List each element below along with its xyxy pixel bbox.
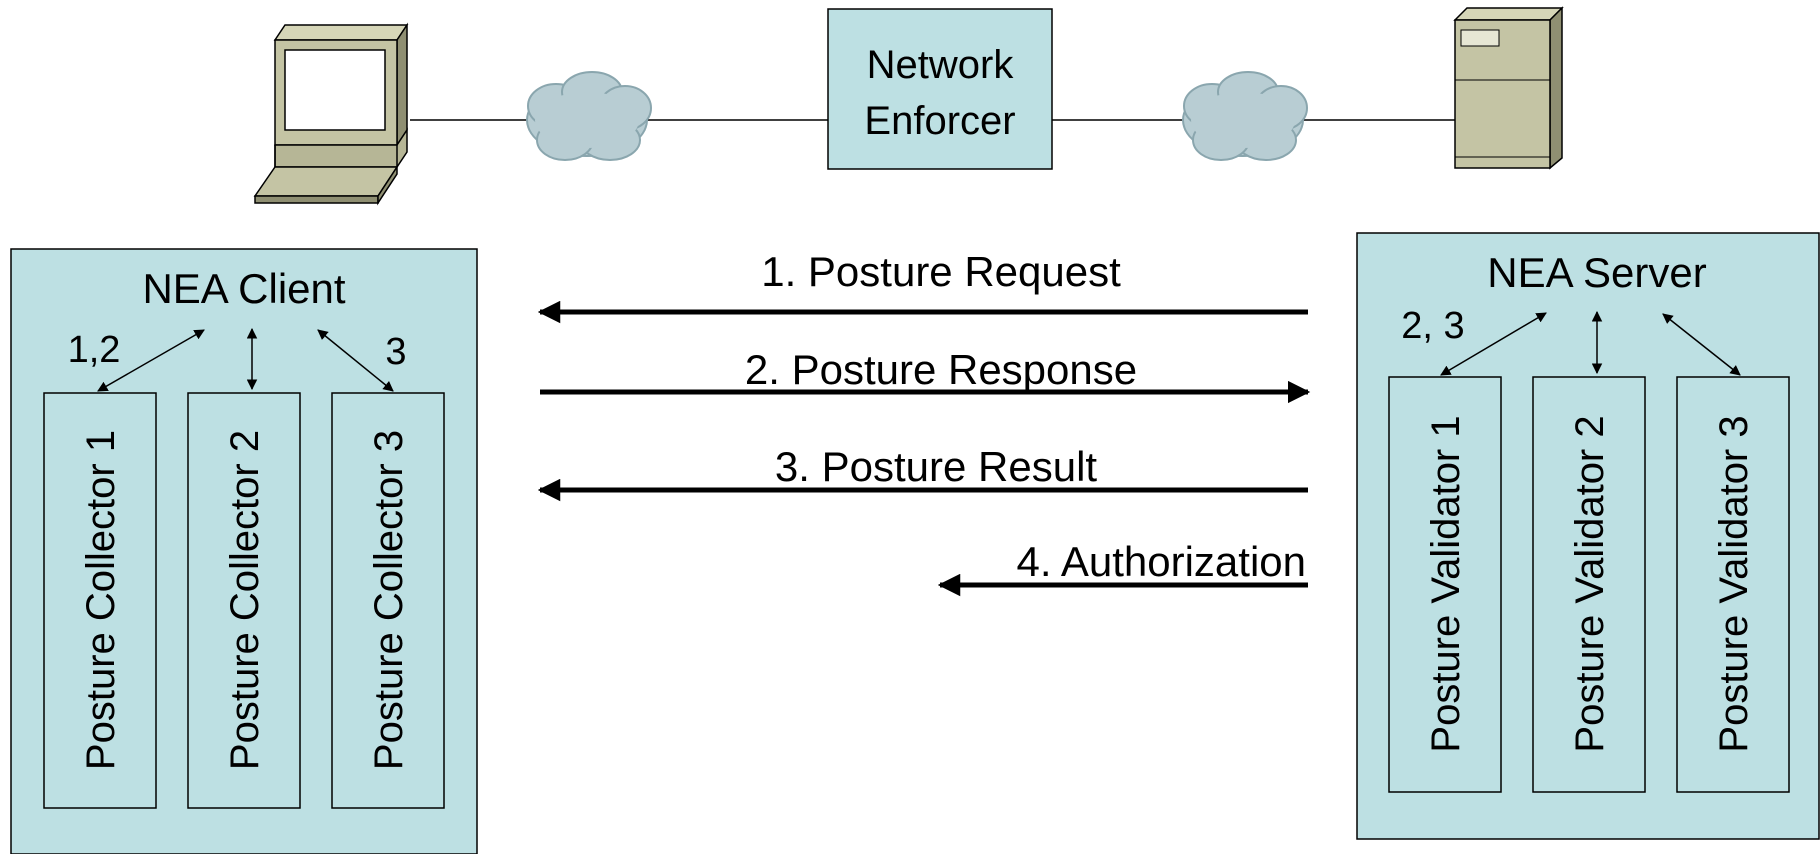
message-4-label: 4. Authorization — [1016, 538, 1306, 585]
nea-server-box: NEA Server 2, 3 Posture Validator 1 Post… — [1356, 232, 1820, 840]
server-arrow-validator-1 — [1440, 312, 1547, 376]
network-enforcer-label-line2: Enforcer — [864, 99, 1015, 143]
server-label-2-3: 2, 3 — [1401, 305, 1464, 347]
client-label-1-2: 1,2 — [68, 329, 121, 371]
client-arrow-collector-1 — [97, 329, 205, 392]
network-enforcer-label-line1: Network — [867, 43, 1015, 87]
posture-collector-1: Posture Collector 1 — [43, 392, 157, 809]
nea-client-title: NEA Client — [142, 265, 345, 312]
network-enforcer-box: Network Enforcer — [827, 8, 1053, 170]
posture-collector-3: Posture Collector 3 — [331, 392, 445, 809]
posture-collector-2: Posture Collector 2 — [187, 392, 301, 809]
client-computer-icon — [253, 22, 409, 206]
client-label-3: 3 — [385, 331, 406, 373]
posture-validator-2: Posture Validator 2 — [1532, 376, 1646, 793]
posture-collector-3-label: Posture Collector 3 — [367, 430, 411, 770]
network-cloud-right-icon — [1182, 71, 1308, 161]
nea-server-title: NEA Server — [1487, 249, 1706, 296]
posture-collector-1-label: Posture Collector 1 — [79, 430, 123, 770]
posture-validator-2-label: Posture Validator 2 — [1568, 415, 1612, 752]
network-row: Network Enforcer — [253, 6, 1564, 206]
server-arrow-validator-3 — [1662, 313, 1741, 376]
posture-collector-2-label: Posture Collector 2 — [223, 430, 267, 770]
message-2-label: 2. Posture Response — [745, 346, 1137, 393]
message-flows: 1. Posture Request 2. Posture Response 3… — [537, 248, 1311, 597]
posture-validator-1-label: Posture Validator 1 — [1424, 415, 1468, 752]
server-tower-icon — [1453, 6, 1564, 170]
posture-validator-1: Posture Validator 1 — [1388, 376, 1502, 793]
nea-client-box: NEA Client 1,2 3 Posture Collector 1 Pos… — [10, 248, 478, 854]
network-cloud-left-icon — [526, 71, 652, 161]
posture-validator-3: Posture Validator 3 — [1676, 376, 1790, 793]
posture-validator-3-label: Posture Validator 3 — [1712, 415, 1756, 752]
message-3-label: 3. Posture Result — [775, 443, 1097, 490]
message-1-label: 1. Posture Request — [761, 248, 1121, 295]
client-arrow-collector-3 — [317, 329, 394, 392]
